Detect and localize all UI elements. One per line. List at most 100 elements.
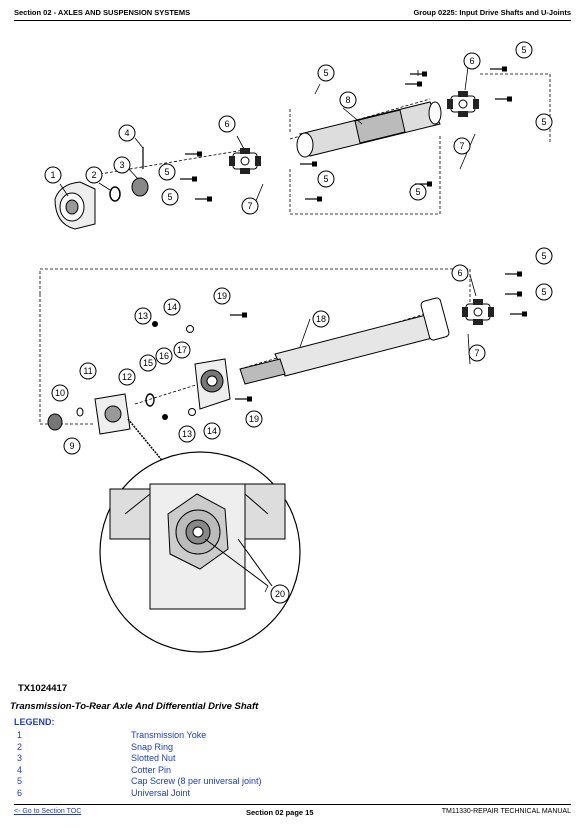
svg-text:9: 9 [69,441,74,451]
svg-text:5: 5 [415,187,420,197]
legend-title: LEGEND: [14,717,55,727]
callout-11: 11 [79,362,97,380]
cap-screw [494,95,513,103]
part-1-transmission-yoke [54,181,96,230]
svg-text:7: 7 [459,141,464,151]
callout-5: 5 [515,41,533,59]
cap-screw [504,270,523,278]
svg-text:5: 5 [521,45,526,55]
callout-17: 17 [173,341,191,359]
cap-screw [194,195,213,203]
part-2-snap-ring [109,186,121,202]
svg-text:15: 15 [143,358,153,368]
callout-5: 5 [535,247,553,265]
callout-10: 10 [51,384,69,402]
svg-text:14: 14 [207,426,217,436]
part-6-universal-joint [461,298,495,326]
callout-7: 7 [453,137,471,155]
callout-20: 20 [270,584,290,604]
group-title: Group 0225: Input Drive Shafts and U-Joi… [413,8,571,17]
svg-text:12: 12 [122,372,132,382]
part-13-nut [152,321,158,327]
svg-text:11: 11 [83,366,92,376]
svg-text:3: 3 [119,160,124,170]
callout-labels: 1 2 3 4 5 5 6 7 8 5 5 5 6 5 5 7 6 5 5 7 … [44,41,553,604]
callout-2: 2 [85,166,103,184]
part-3-slotted-nut [131,177,149,197]
page-header: Section 02 - AXLES AND SUSPENSION SYSTEM… [14,6,571,20]
part-14-washer [188,408,196,416]
cap-screw [184,150,203,158]
callout-8: 8 [339,91,357,109]
part-19-cap-screw [229,311,248,319]
part-11-yoke [94,393,131,435]
svg-text:19: 19 [249,414,259,424]
callout-15: 15 [139,354,157,372]
callout-16: 16 [155,347,173,365]
svg-text:5: 5 [323,174,328,184]
svg-text:5: 5 [167,192,172,202]
svg-text:5: 5 [541,287,546,297]
callout-5: 5 [535,113,553,131]
svg-text:18: 18 [316,314,326,324]
callout-9: 9 [63,437,81,455]
callout-5: 5 [317,170,335,188]
part-9-nut [47,413,63,431]
figure-caption: Transmission-To-Rear Axle And Differenti… [10,701,259,712]
manual-title: TM11330-REPAIR TECHNICAL MANUAL [441,808,571,815]
cap-screw [304,195,323,203]
callout-19: 19 [245,410,263,428]
svg-text:10: 10 [55,388,65,398]
svg-text:7: 7 [247,201,252,211]
callout-12: 12 [118,368,136,386]
header-divider [14,20,571,21]
section-toc-link[interactable]: <- Go to Section TOC [14,808,82,815]
callout-4: 4 [118,124,136,142]
part-19-cap-screw [234,395,253,403]
svg-text:4: 4 [124,128,129,138]
svg-text:17: 17 [177,345,187,355]
svg-text:20: 20 [275,589,285,599]
part-18-drive-shaft [239,297,450,385]
cap-screw [179,175,198,183]
callout-13: 13 [134,307,152,325]
part-17-center-bearing [194,358,231,410]
svg-text:6: 6 [457,268,462,278]
cap-screw [509,310,528,318]
callout-5: 5 [535,283,553,301]
callout-1: 1 [44,166,62,184]
figure-id: TX1024417 [18,683,68,694]
svg-text:2: 2 [91,170,96,180]
callout-3: 3 [113,156,131,174]
svg-text:16: 16 [159,351,169,361]
callout-14: 14 [203,422,221,440]
cap-screw [404,80,423,88]
svg-text:13: 13 [138,311,148,321]
callout-6: 6 [218,115,236,133]
svg-text:1: 1 [50,170,55,180]
cap-screw [504,290,523,298]
svg-text:7: 7 [474,348,479,358]
part-10-washer [76,407,84,417]
exploded-drive-shaft-diagram: 1 2 3 4 5 5 6 7 8 5 5 5 6 5 5 7 6 5 5 7 … [39,41,553,653]
footer-divider [14,804,571,805]
cap-screw [489,65,508,73]
part-13-nut [162,414,168,420]
section-title: Section 02 - AXLES AND SUSPENSION SYSTEM… [14,8,191,17]
part-8-slip-shaft [296,101,442,158]
callout-7: 7 [241,197,259,215]
part-6-universal-joint [446,90,480,118]
svg-text:13: 13 [182,429,192,439]
cap-screw [409,70,428,78]
svg-text:5: 5 [323,68,328,78]
svg-text:5: 5 [164,167,169,177]
svg-text:14: 14 [167,302,177,312]
page-number: Section 02 page 15 [246,808,314,817]
part-14-washer [186,325,194,333]
callout-5: 5 [161,188,179,206]
